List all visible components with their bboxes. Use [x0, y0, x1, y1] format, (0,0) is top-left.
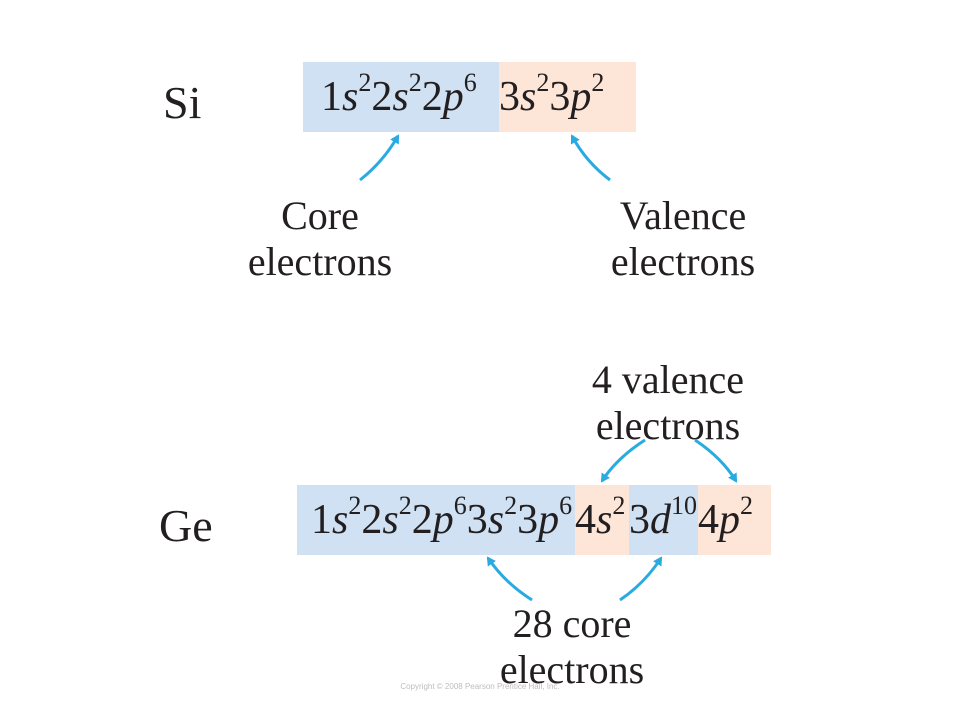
ge-core-segment-2: 3d10 — [629, 485, 698, 555]
ge-core-orbital: 3p6 — [517, 493, 572, 544]
si-valence-label: Valence electrons — [588, 193, 778, 285]
si-electron-configuration: 1s22s22p6 3s23p2 — [303, 62, 636, 132]
si-valence-segment: 3s23p2 — [499, 62, 636, 132]
ge-valence-orbital: 4s2 — [575, 493, 625, 544]
ge-core-label-line-1: 28 core — [512, 601, 632, 646]
ge-core-label-line-2: electrons — [499, 647, 645, 692]
ge-core-orbital-subshell: p — [432, 497, 454, 543]
si-valence-orbital-shell: 3 — [549, 74, 571, 120]
si-valence-arrow — [570, 134, 611, 182]
ge-core-label: 28 core electrons — [472, 601, 672, 693]
ge-core-orbital: 3s2 — [466, 493, 517, 544]
ge-core-orbital-subshell: s — [487, 497, 505, 543]
si-core-segment: 1s22s22p6 — [303, 62, 499, 132]
ge-core-arrow-right — [619, 556, 663, 602]
ge-core-orbital-shell: 1 — [311, 497, 332, 543]
ge-core-orbital-electrons: 6 — [453, 491, 467, 520]
si-core-orbital-shell: 2 — [421, 74, 443, 120]
si-core-orbital: 2p6 — [421, 70, 477, 121]
ge-core-orbital-electrons: 2 — [348, 491, 362, 520]
ge-valence-label-line-2: electrons — [595, 403, 741, 448]
si-valence-orbital-shell: 3 — [499, 74, 520, 120]
si-core-orbital-shell: 2 — [371, 74, 393, 120]
ge-valence-label-line-1: 4 valence — [591, 357, 745, 402]
si-core-orbital: 1s2 — [321, 70, 371, 121]
ge-valence-orbital-shell: 4 — [575, 497, 596, 543]
ge-valence-label: 4 valence electrons — [563, 357, 773, 449]
ge-core-orbital-shell: 3 — [517, 497, 539, 543]
ge-core-orbital: 3d10 — [629, 493, 697, 544]
si-core-orbital-subshell: p — [442, 74, 464, 120]
copyright-footer: Copyright © 2008 Pearson Prentice Hall, … — [400, 682, 560, 691]
ge-core-orbital-electrons: 2 — [398, 491, 412, 520]
si-valence-orbital-electrons: 2 — [536, 68, 550, 97]
ge-core-orbital-subshell: s — [332, 497, 349, 543]
si-core-orbital-electrons: 6 — [463, 68, 477, 97]
si-core-orbital-electrons: 2 — [408, 68, 422, 97]
ge-core-orbital: 1s2 — [311, 493, 361, 544]
ge-core-orbital-shell: 2 — [361, 497, 383, 543]
ge-core-orbital-subshell: s — [382, 497, 399, 543]
ge-valence-orbital-electrons: 2 — [612, 491, 626, 520]
ge-valence-orbital-electrons: 2 — [740, 491, 753, 520]
si-core-orbital-subshell: s — [392, 74, 409, 120]
si-core-arrow — [359, 134, 400, 182]
si-core-orbital: 2s2 — [371, 70, 421, 121]
si-valence-orbital-electrons: 2 — [591, 68, 605, 97]
ge-core-segment-1: 1s22s22p63s23p6 — [297, 485, 575, 555]
si-valence-orbital: 3s2 — [499, 70, 549, 121]
si-core-orbital-electrons: 2 — [358, 68, 372, 97]
si-valence-label-line-2: electrons — [610, 239, 756, 284]
ge-symbol: Ge — [159, 500, 213, 551]
si-core-label-line-1: Core — [281, 193, 359, 238]
ge-valence-orbital-subshell: s — [596, 497, 613, 543]
si-core-orbital-shell: 1 — [321, 74, 342, 120]
si-valence-orbital: 3p2 — [549, 70, 604, 121]
ge-core-orbital-electrons: 6 — [559, 491, 573, 520]
ge-core-orbital-subshell: d — [650, 497, 671, 543]
ge-electron-configuration: 1s22s22p63s23p6 4s2 3d10 4p2 — [297, 485, 771, 555]
ge-valence-orbital-shell: 4 — [698, 497, 719, 543]
si-core-label: Core electrons — [225, 193, 415, 285]
ge-core-orbital: 2p6 — [411, 493, 467, 544]
ge-valence-orbital: 4p2 — [698, 493, 753, 544]
ge-core-orbital: 2s2 — [361, 493, 411, 544]
ge-valence-orbital-subshell: p — [719, 497, 740, 543]
si-valence-orbital-subshell: s — [520, 74, 537, 120]
ge-valence-segment-2: 4p2 — [698, 485, 771, 555]
si-core-orbital-subshell: s — [342, 74, 359, 120]
si-valence-orbital-subshell: p — [570, 74, 592, 120]
si-valence-label-line-1: Valence — [619, 193, 747, 238]
ge-core-orbital-shell: 3 — [629, 497, 650, 543]
si-symbol: Si — [163, 77, 202, 128]
ge-core-orbital-subshell: p — [538, 497, 560, 543]
ge-core-orbital-shell: 3 — [466, 497, 488, 543]
ge-valence-segment-1: 4s2 — [575, 485, 629, 555]
ge-core-orbital-electrons: 10 — [671, 491, 697, 520]
si-core-label-line-2: electrons — [247, 239, 393, 284]
ge-core-orbital-electrons: 2 — [504, 491, 518, 520]
ge-core-arrow-left — [486, 556, 533, 602]
ge-core-orbital-shell: 2 — [411, 497, 433, 543]
